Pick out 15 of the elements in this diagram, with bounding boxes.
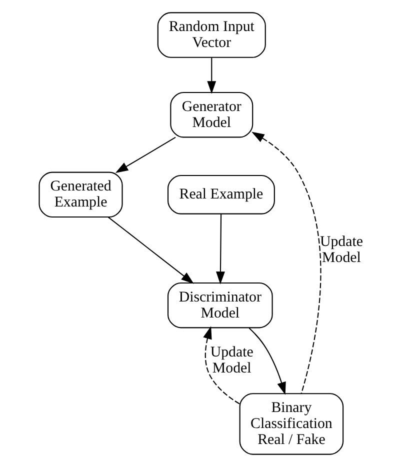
node-box: Discriminator Model	[166, 282, 272, 328]
arrow	[107, 216, 194, 284]
edge-label: Update Model	[210, 344, 253, 377]
arrow	[114, 136, 176, 174]
arrow	[206, 58, 216, 94]
arrow	[202, 326, 240, 404]
node-box: Random Input Vector	[156, 12, 266, 58]
edge-label: Update Model	[319, 234, 362, 266]
arrow	[216, 214, 224, 284]
node-box: Generator Model	[170, 92, 253, 138]
node-box: Real Example	[166, 174, 274, 214]
node-box: Binary Classification Real / Fake	[238, 393, 344, 455]
arrow	[248, 328, 286, 395]
arrow	[251, 132, 321, 394]
node-box: Generated Example	[38, 172, 122, 218]
